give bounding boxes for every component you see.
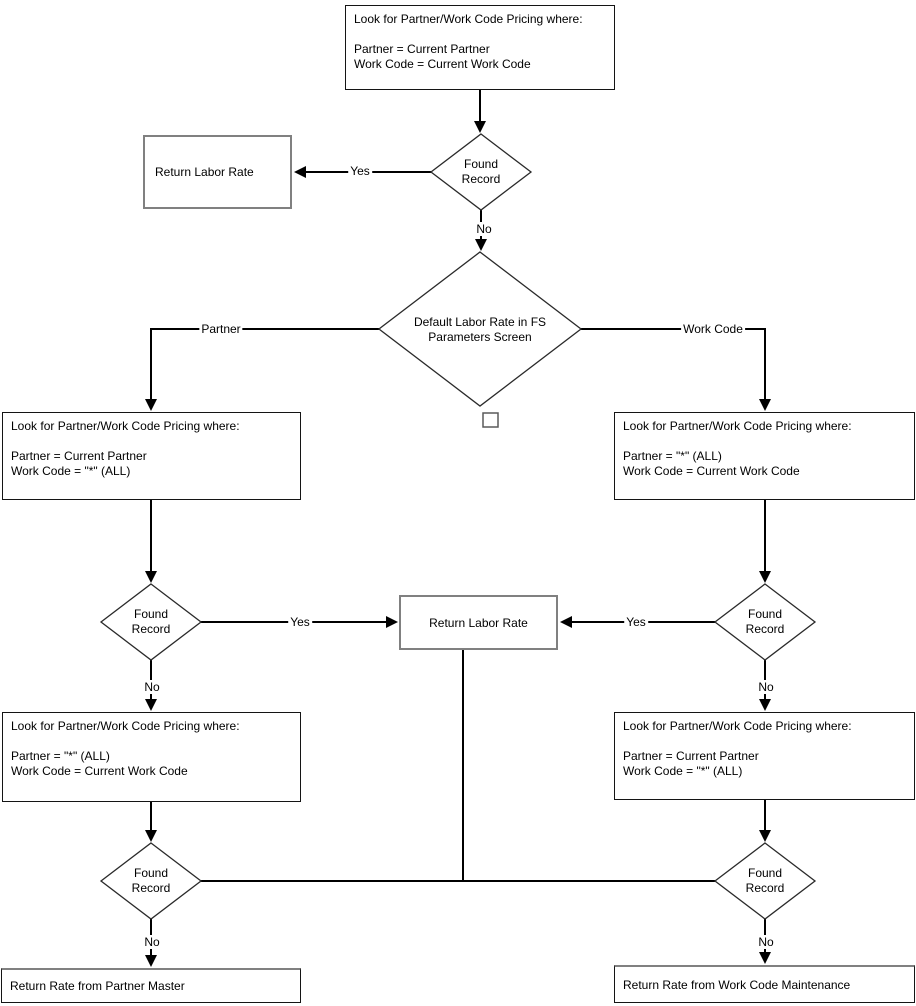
- edge-work-code-branch: [581, 328, 771, 411]
- edge-top-lookup-to-found-record: [474, 90, 486, 133]
- node-return-rate-partner-master: Return Rate from Partner Master: [1, 968, 301, 1003]
- node-lookup-mid-left: Look for Partner/Work Code Pricing where…: [2, 412, 301, 500]
- arrow-down-icon: [145, 830, 157, 842]
- diamond-label-found-record-top: Found Record: [461, 157, 501, 186]
- edge-label-no-bottom-left: No: [142, 935, 162, 949]
- node-label: Return Labor Rate: [155, 165, 254, 179]
- node-condition: Work Code = "*" (ALL): [623, 764, 743, 778]
- node-condition: Partner = Current Partner: [11, 449, 147, 463]
- arrow-down-icon: [759, 699, 771, 711]
- edge-label-yes-mid-left: Yes: [288, 615, 312, 629]
- node-top-lookup: Look for Partner/Work Code Pricing where…: [345, 5, 615, 90]
- edge-mid-left-lookup-to-found-record: [145, 500, 157, 583]
- decision-diamond-default-labor-rate: [377, 251, 583, 407]
- node-heading: Look for Partner/Work Code Pricing where…: [11, 419, 240, 433]
- edge-label-yes-mid-right: Yes: [624, 615, 648, 629]
- node-condition: Partner = Current Partner: [354, 42, 490, 56]
- decision-diamond-found-record-mid-left: [99, 583, 203, 661]
- diamond-label-found-record-mid-left: Found Record: [131, 607, 171, 636]
- node-lookup-lower-right: Look for Partner/Work Code Pricing where…: [614, 712, 915, 800]
- edge-label-no-mid-left: No: [142, 680, 162, 694]
- edge-label-partner-branch: Partner: [199, 322, 243, 336]
- node-heading: Look for Partner/Work Code Pricing where…: [623, 719, 852, 733]
- diamond-label-found-record-bottom-right: Found Record: [745, 866, 785, 895]
- diamond-label-found-record-bottom-left: Found Record: [131, 866, 171, 895]
- arrow-down-icon: [759, 952, 771, 964]
- node-condition: Partner = "*" (ALL): [11, 749, 110, 763]
- edge-lower-right-lookup-to-found-record: [759, 800, 771, 842]
- decision-diamond-found-record-bottom-left: [99, 842, 203, 920]
- node-heading: Look for Partner/Work Code Pricing where…: [354, 12, 583, 26]
- edge-mid-right-lookup-to-found-record: [759, 500, 771, 583]
- arrow-down-icon: [145, 699, 157, 711]
- arrow-down-icon: [474, 121, 486, 133]
- arrow-left-icon: [294, 166, 306, 178]
- node-return-labor-rate-center: Return Labor Rate: [399, 595, 558, 650]
- arrow-down-icon: [759, 571, 771, 583]
- edge-label-no-mid-right: No: [756, 680, 776, 694]
- node-condition: Work Code = Current Work Code: [11, 764, 188, 778]
- decision-diamond-found-record-top: [429, 133, 533, 211]
- node-label: Return Rate from Work Code Maintenance: [623, 977, 851, 992]
- arrow-down-icon: [759, 830, 771, 842]
- node-lookup-lower-left: Look for Partner/Work Code Pricing where…: [2, 712, 301, 802]
- decision-diamond-found-record-bottom-right: [713, 842, 817, 920]
- arrow-down-icon: [475, 239, 487, 251]
- node-condition: Partner = Current Partner: [623, 749, 759, 763]
- node-label: Return Labor Rate: [429, 615, 528, 630]
- edge-label-no-top: No: [474, 222, 494, 236]
- edge-partner-branch: [145, 328, 379, 411]
- node-condition: Work Code = Current Work Code: [354, 57, 531, 71]
- node-heading: Look for Partner/Work Code Pricing where…: [623, 419, 852, 433]
- small-square-marker: [482, 412, 499, 428]
- arrow-down-icon: [145, 955, 157, 967]
- edge-label-work-code-branch: Work Code: [681, 322, 745, 336]
- node-lookup-mid-right: Look for Partner/Work Code Pricing where…: [614, 412, 915, 500]
- decision-diamond-found-record-mid-right: [713, 583, 817, 661]
- node-condition: Work Code = Current Work Code: [623, 464, 800, 478]
- node-condition: Work Code = "*" (ALL): [11, 464, 131, 478]
- edge-label-yes-top: Yes: [348, 164, 372, 178]
- arrow-down-icon: [145, 571, 157, 583]
- arrow-down-icon: [145, 399, 157, 411]
- diamond-label-found-record-mid-right: Found Record: [745, 607, 785, 636]
- edge-lower-left-lookup-to-found-record: [145, 802, 157, 842]
- arrow-right-icon: [386, 616, 398, 628]
- diamond-label-default-labor-rate: Default Labor Rate in FS Parameters Scre…: [413, 315, 547, 344]
- arrow-left-icon: [560, 616, 572, 628]
- node-label: Return Rate from Partner Master: [10, 979, 185, 993]
- node-condition: Partner = "*" (ALL): [623, 449, 722, 463]
- node-return-rate-work-code-maintenance: Return Rate from Work Code Maintenance: [614, 965, 915, 1003]
- node-return-labor-rate-top: Return Labor Rate: [143, 135, 292, 209]
- arrow-down-icon: [759, 399, 771, 411]
- node-heading: Look for Partner/Work Code Pricing where…: [11, 719, 240, 733]
- edge-label-no-bottom-right: No: [756, 935, 776, 949]
